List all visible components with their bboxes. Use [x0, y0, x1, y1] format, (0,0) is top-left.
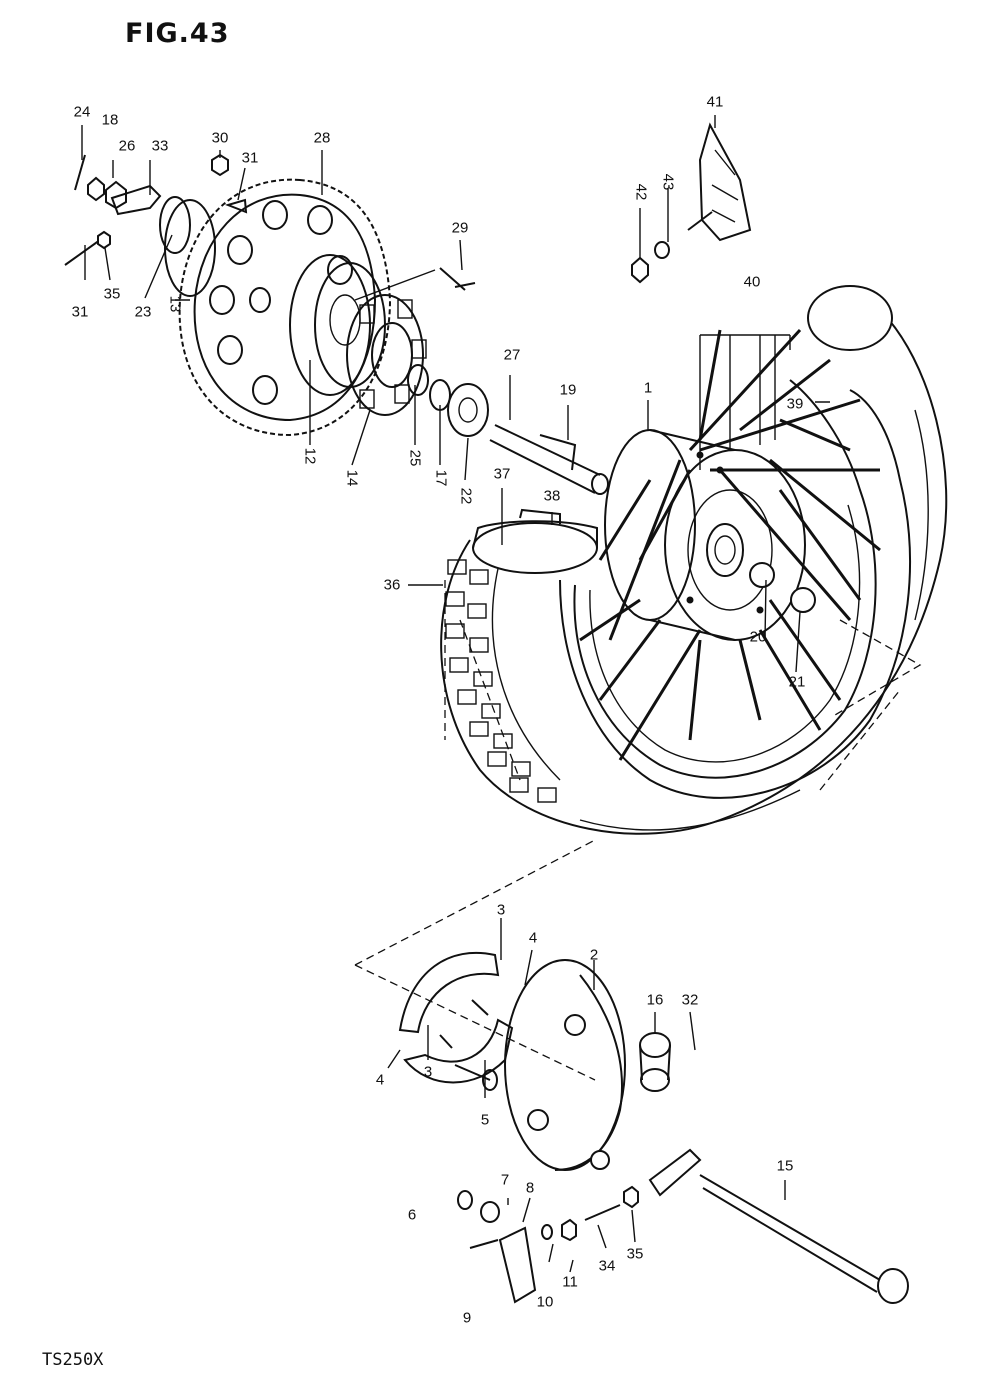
part-label-23: 23	[134, 303, 152, 321]
part-label-11: 11	[562, 1273, 578, 1291]
part-label-31-lower: 31	[71, 303, 89, 321]
part-label-15: 15	[776, 1157, 794, 1175]
part-label-1: 1	[643, 379, 653, 397]
brake-panel	[504, 959, 626, 1171]
part-label-37: 37	[493, 465, 511, 483]
part-label-13: 13	[166, 295, 184, 313]
part-label-39: 39	[786, 395, 804, 413]
part-label-9: 9	[462, 1309, 472, 1327]
part-label-40: 40	[743, 273, 761, 291]
part-label-7: 7	[500, 1171, 510, 1189]
part-label-3-lower: 3	[423, 1063, 433, 1081]
part-label-43: 43	[659, 173, 677, 191]
part-label-16: 16	[646, 991, 664, 1009]
part-label-32: 32	[681, 991, 699, 1009]
part-label-20: 20	[749, 628, 767, 646]
part-label-4-lower: 4	[375, 1071, 385, 1089]
brake-lever-parts	[457, 1185, 639, 1304]
part-label-12: 12	[301, 447, 319, 465]
part-label-38: 38	[543, 487, 561, 505]
part-label-14: 14	[343, 469, 361, 487]
part-label-41: 41	[706, 93, 724, 111]
part-label-6: 6	[407, 1206, 417, 1224]
brake-shoes	[398, 951, 514, 1091]
wheel-hub	[604, 429, 816, 641]
axle-parts	[407, 364, 609, 495]
part-label-26: 26	[118, 137, 136, 155]
part-label-22: 22	[457, 487, 475, 505]
part-label-28: 28	[313, 129, 331, 147]
spokes	[579, 328, 881, 761]
damper-rubber	[346, 294, 427, 416]
part-label-30: 30	[211, 129, 229, 147]
part-label-25: 25	[406, 449, 424, 467]
part-label-3-upper: 3	[496, 901, 506, 919]
part-label-18: 18	[101, 111, 119, 129]
part-label-24: 24	[73, 103, 91, 121]
part-label-2: 2	[589, 946, 599, 964]
rear-axle	[639, 1032, 909, 1304]
fasteners-top-left	[64, 153, 476, 297]
part-label-19: 19	[559, 381, 577, 399]
part-label-10: 10	[536, 1293, 554, 1311]
part-label-35-lower: 35	[626, 1245, 644, 1263]
part-label-33: 33	[151, 137, 169, 155]
part-label-31: 31	[241, 149, 259, 167]
model-code: TS250X	[42, 1350, 104, 1370]
part-label-27: 27	[503, 346, 521, 364]
part-label-21: 21	[788, 673, 806, 691]
part-label-8: 8	[525, 1179, 535, 1197]
part-label-29: 29	[451, 219, 469, 237]
tire	[440, 285, 948, 835]
part-label-4-upper: 4	[528, 929, 538, 947]
part-label-36: 36	[383, 576, 401, 594]
part-label-5: 5	[480, 1111, 490, 1129]
part-label-35: 35	[103, 285, 121, 303]
rim-lock	[631, 122, 752, 284]
part-label-42: 42	[632, 183, 650, 201]
reference-lines	[81, 115, 922, 1273]
figure-title: FIG.43	[125, 18, 230, 49]
part-label-17: 17	[432, 469, 450, 487]
part-label-34: 34	[598, 1257, 616, 1275]
